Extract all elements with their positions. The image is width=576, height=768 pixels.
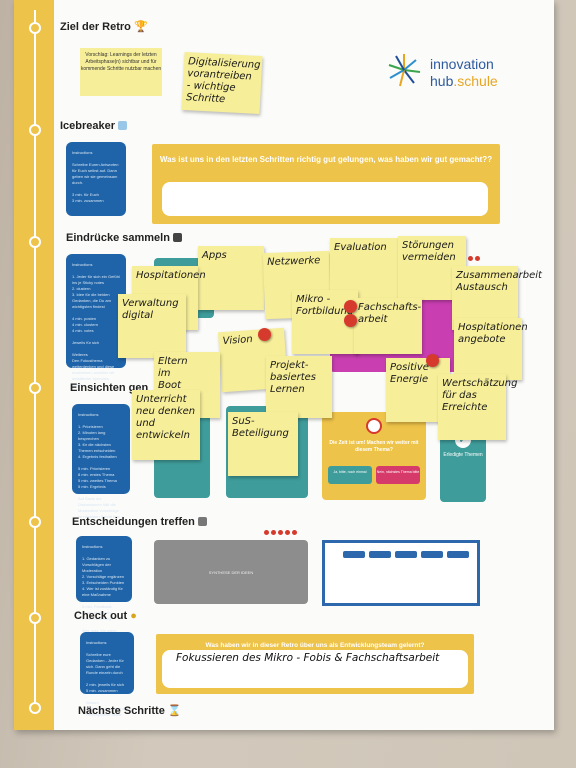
sticky-apps[interactable]: Apps [198, 246, 264, 310]
einsichten-instruction-card: Instructions 1. Priorisieren 2. Minuten … [72, 404, 130, 519]
alarm-clock-icon [366, 418, 382, 434]
sticky-hospitationen-angebote[interactable]: Hospitationen angebote [454, 318, 528, 380]
vote-dots [468, 248, 482, 266]
floppy-disk-icon [172, 233, 182, 242]
checkout-instruction-card: Instructions Schreibe eure Gedanken - Je… [80, 632, 134, 717]
icebreaker-banner: Was ist uns in den letzten Schritten ric… [152, 144, 500, 224]
calendar-icon [197, 517, 207, 526]
red-pin [426, 354, 439, 367]
icebreaker-answer-box[interactable] [162, 182, 488, 216]
innovation-hub-logo [388, 54, 421, 87]
ice-icon [118, 121, 128, 130]
sticky-fachschaft[interactable]: Fachschafts- arbeit [354, 298, 422, 354]
hourglass-icon: ⌛ [164, 705, 182, 717]
section-eindruecke-heading: Eindrücke sammeln [66, 232, 182, 244]
zeit-nein-button[interactable]: Nein, nächstes Thema bitte [376, 466, 420, 484]
section-entscheidungen-heading: Entscheidungen treffen [72, 516, 207, 528]
checkout-banner: Was haben wir in dieser Retro über uns a… [156, 634, 474, 694]
decision-board [322, 540, 480, 606]
section-ziel-heading: Ziel der Retro 🏆 [60, 21, 148, 33]
checkout-answer-box[interactable] [162, 650, 468, 688]
checkout-handwritten-answer: Fokussieren des Mikro - Fobis & Fachscha… [176, 652, 440, 664]
section-checkout-heading: Check out ● [74, 610, 137, 622]
section-naechste-heading: Nächste Schritte ⌛ [78, 705, 182, 717]
sticky-evaluation[interactable]: Evaluation [330, 238, 398, 300]
ziel-suggestion-note: Vorschlag: Learnings der letzten Arbeits… [80, 48, 162, 96]
logo-text: innovation hub.schule [430, 56, 498, 89]
section-icebreaker-heading: Icebreaker [60, 120, 128, 132]
sticky-sus[interactable]: SuS- Beteiligung [228, 412, 298, 476]
synthese-box: SYNTHESE DER IDEEN [154, 540, 308, 604]
red-pin [344, 300, 357, 313]
sticky-wertschaetzung[interactable]: Wertschätzung für das Erreichte [438, 374, 517, 440]
lightbulb-icon: ● [127, 610, 137, 622]
zeit-ja-button[interactable]: Ja, bitte, noch einmal [328, 466, 372, 484]
entscheidungen-instruction-card: Instructions 1. Gedanken zu Vorschlägen … [76, 536, 132, 645]
icebreaker-instruction-card: Instructions Schreibe Euren Antworten fü… [66, 142, 126, 216]
decision-dots [264, 522, 299, 540]
sticky-projekt[interactable]: Projekt- basiertes Lernen [266, 356, 332, 418]
trophy-icon: 🏆 [130, 21, 148, 33]
zeit-ist-um-panel: Die Zeit ist um! Machen wir weiter mit d… [322, 412, 426, 500]
section-einsichten-heading: Einsichten gen [70, 382, 149, 394]
poster-spine [14, 0, 54, 730]
red-pin [344, 314, 357, 327]
erledigte-themen-label: Erledigte Themen [443, 452, 483, 458]
sticky-digitalisierung[interactable]: Digitalisierung vorantreiben - wichtige … [181, 51, 263, 115]
red-pin [258, 328, 271, 341]
sticky-unterricht[interactable]: Unterricht neu denken und entwickeln [132, 390, 200, 460]
sticky-verwaltung[interactable]: Verwaltung digital [118, 294, 186, 358]
eindruecke-instruction-card: Instructions 1. Jeder für sich ein Gefüh… [66, 254, 126, 387]
